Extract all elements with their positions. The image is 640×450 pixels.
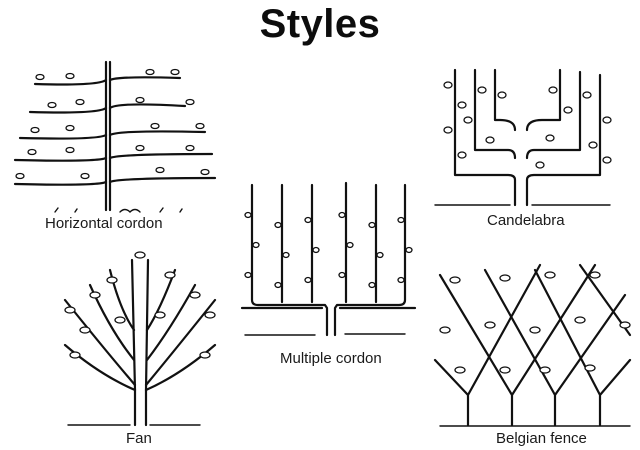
panel-horizontal-cordon: Horizontal cordon [0, 50, 230, 240]
panel-fan: Fan [50, 230, 240, 450]
label-horizontal-cordon: Horizontal cordon [45, 215, 163, 232]
panel-candelabra: Candelabra [420, 50, 640, 240]
label-multiple-cordon: Multiple cordon [280, 350, 382, 367]
panel-multiple-cordon: Multiple cordon [230, 170, 430, 370]
candelabra-illustration [434, 68, 612, 207]
label-belgian-fence: Belgian fence [496, 430, 587, 447]
page-title: Styles [259, 2, 381, 46]
label-fan: Fan [126, 430, 152, 447]
belgian-fence-illustration [433, 263, 632, 427]
fan-illustration [63, 251, 217, 427]
horizontal-cordon-illustration [13, 60, 217, 213]
multiple-cordon-illustration [240, 181, 417, 337]
label-candelabra: Candelabra [487, 212, 565, 229]
panel-belgian-fence: Belgian fence [430, 250, 640, 450]
